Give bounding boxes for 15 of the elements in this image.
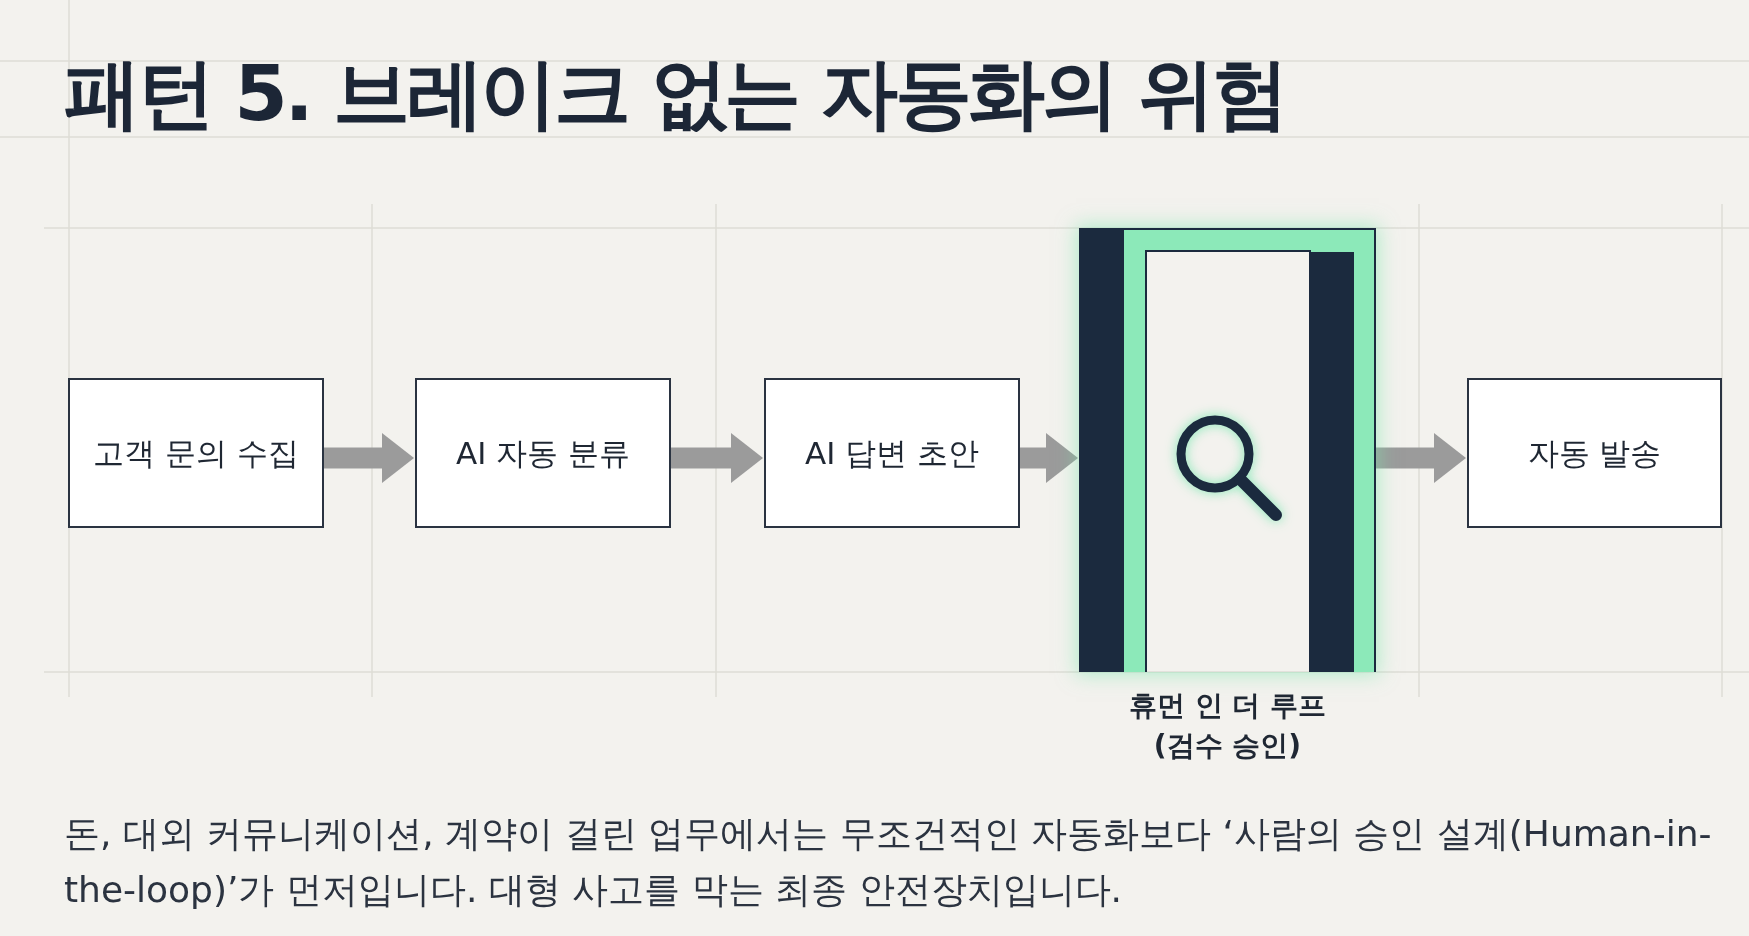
process-box [68,378,324,528]
step-label: 고객 문의 수집 [93,433,299,473]
arrow [1020,433,1078,483]
arrow [1376,433,1466,483]
gate-caption: 휴먼 인 더 루프 (검수 승인) [1127,688,1328,764]
step-label: AI 자동 분류 [455,433,631,473]
arrow [671,433,763,483]
arrow [324,433,414,483]
step-label: 자동 발송 [1527,433,1662,473]
process-box [764,378,1020,528]
slide-title: 패턴 5. 브레이크 없는 자동화의 위험 [64,50,1286,139]
process-box [415,378,671,528]
process-box [1467,378,1722,528]
step-label: AI 답변 초안 [804,433,980,473]
body-text: 돈, 대외 커뮤니케이션, 계약이 걸린 업무에서는 무조건적인 자동화보다 ‘사람의 승인 설계(Human-in-the-loop)’가 먼저입니다. 대형 사고를 막는 최종 안전장치입니다. [64,812,1713,912]
